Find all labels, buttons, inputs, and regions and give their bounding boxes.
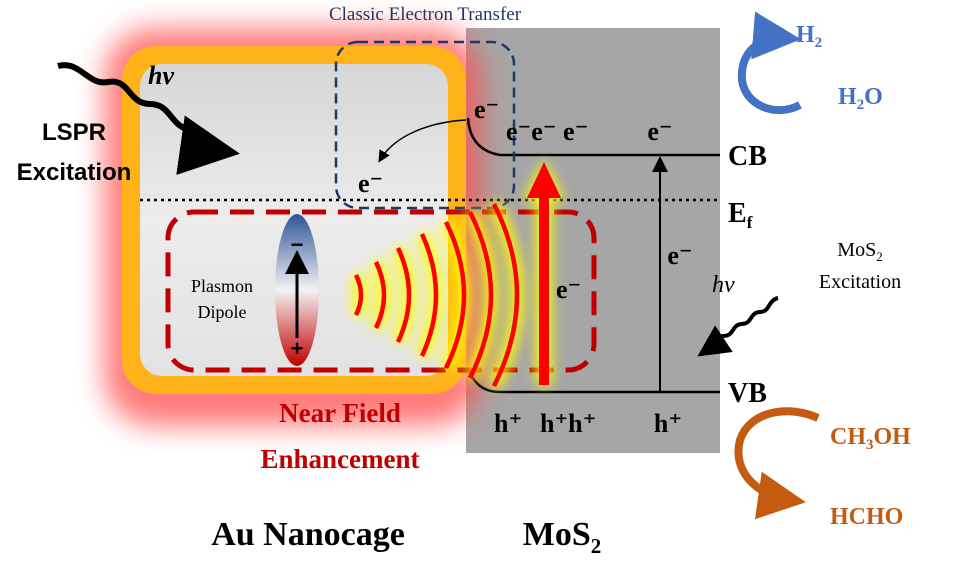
wave-arc (443, 221, 467, 369)
wave-arc (491, 202, 520, 388)
cb-label: CB (728, 141, 767, 172)
mos2-label: MoS2 (523, 516, 602, 558)
fermi-label: Ef (728, 198, 753, 232)
band-cb-electron: e⁻ (647, 117, 672, 146)
electron-transfer-arrow (378, 119, 467, 163)
mos2-photon-arrow (697, 296, 779, 357)
band-mid-electron: e⁻ (667, 241, 692, 270)
methanol-cycle-arrow (734, 407, 820, 520)
formaldehyde-product-label: HCHO (830, 504, 903, 530)
hole-left-label: h⁺ (494, 409, 522, 438)
lspr-label-line2: Excitation (17, 159, 132, 186)
wave-arc (353, 273, 364, 317)
excitation-arrow (524, 160, 564, 385)
electron-group-label: e⁻e⁻ e⁻ (506, 117, 588, 146)
mos2-excitation-line1: MoS2 (837, 239, 882, 264)
wave-arc (373, 261, 387, 329)
h2o-reactant-label: H2O (838, 84, 883, 113)
cb-band-bend (466, 117, 545, 157)
mos2-hv-label: hv (712, 272, 735, 298)
near-field-label-line1: Near Field (279, 398, 401, 428)
mos2-excitation-line2: Excitation (819, 271, 901, 293)
electron-transferred-label: e⁻ (358, 169, 383, 198)
lspr-hv-label: hv (148, 61, 174, 90)
hole-group-label: h⁺h⁺ (540, 409, 596, 438)
electron-near-field-label: e⁻ (556, 275, 581, 304)
h2-product-label: H2 (796, 22, 822, 51)
lspr-label-line1: LSPR (42, 119, 106, 146)
wave-arc (419, 233, 439, 357)
au-nanocage-label: Au Nanocage (211, 516, 405, 553)
diagram-title: Classic Electron Transfer (329, 4, 522, 25)
dipole-plus-sign: + (291, 336, 304, 361)
near-field-box (165, 209, 597, 373)
methanol-reactant-label: CH3OH (830, 424, 911, 453)
wave-arc (395, 247, 412, 343)
near-field-label-line2: Enhancement (260, 444, 419, 474)
h2-cycle-arrow (737, 11, 802, 115)
plasmon-label-line1: Plasmon (191, 276, 253, 296)
electron-corner-label: e⁻ (474, 95, 499, 124)
vb-label: VB (728, 378, 767, 409)
lspr-photon-arrow (57, 62, 240, 175)
band-vb-hole: h⁺ (654, 409, 682, 438)
near-field-waves (349, 200, 524, 390)
dipole-minus-sign: − (291, 232, 304, 257)
plasmon-label-line2: Dipole (198, 302, 247, 322)
electron-transfer-box (334, 40, 516, 210)
wave-arc (467, 210, 494, 380)
